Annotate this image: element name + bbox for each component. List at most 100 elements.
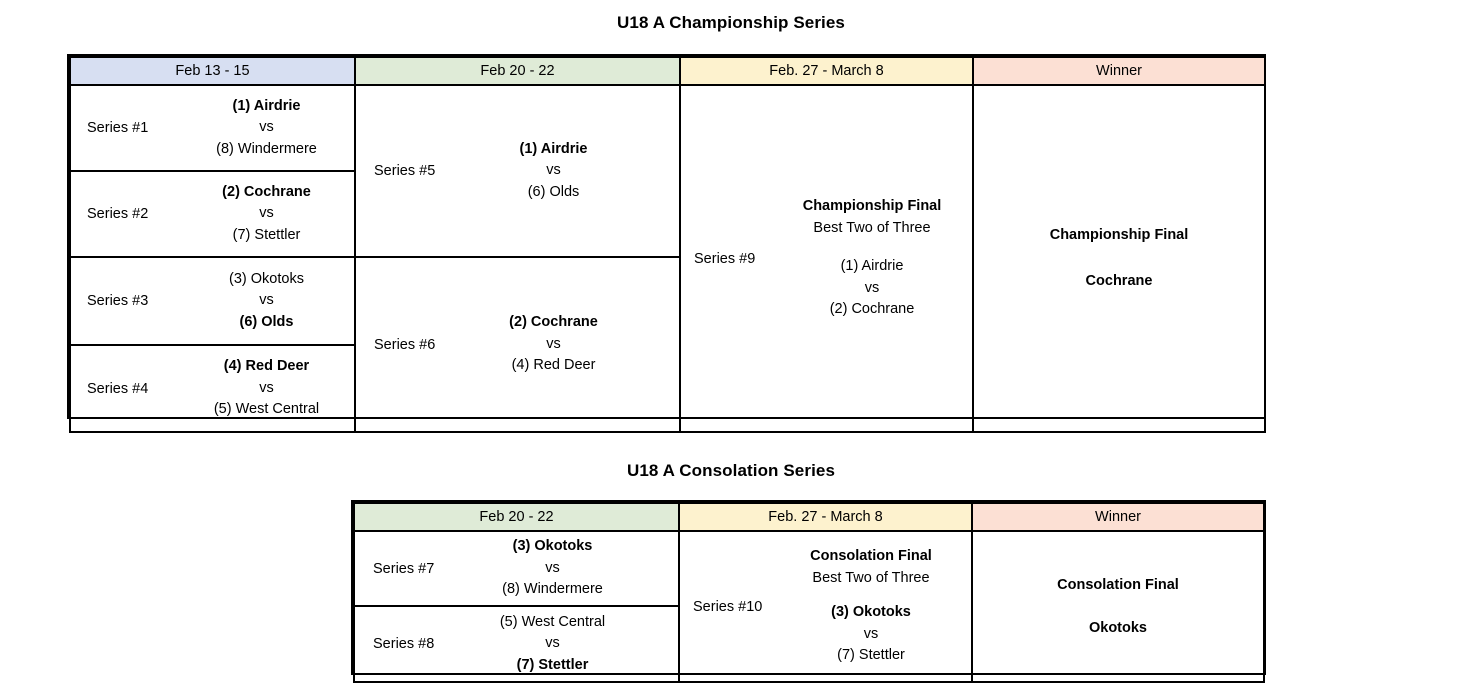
matchup-series-3: Series #3 (3) Okotoks vs (6) Olds xyxy=(71,258,354,344)
cell-championship-winner[interactable]: Championship Final Cochrane xyxy=(972,84,1266,433)
cell-series-5[interactable]: Series #5 (1) Airdrie vs (6) Olds xyxy=(354,84,681,258)
matchup-series-2: Series #2 (2) Cochrane vs (7) Stettler xyxy=(71,172,354,256)
team-top: (1) Airdrie xyxy=(519,140,588,157)
vs-label: vs xyxy=(259,292,274,309)
cell-series-4[interactable]: Series #4 (4) Red Deer vs (5) West Centr… xyxy=(69,344,356,433)
team-bottom: (6) Olds xyxy=(527,183,580,200)
cell-series-2[interactable]: Series #2 (2) Cochrane vs (7) Stettler xyxy=(69,170,356,258)
matchup-series-10: Series #10 Consolation Final Best Two of… xyxy=(680,532,971,681)
series-label-1: Series #1 xyxy=(87,120,149,136)
winner-team: Cochrane xyxy=(1085,273,1153,289)
header-winner: Winner xyxy=(972,56,1266,86)
vs-label: vs xyxy=(864,279,880,296)
series-label-4: Series #4 xyxy=(87,380,149,397)
team-bottom: (5) West Central xyxy=(213,401,320,418)
series-label-3: Series #3 xyxy=(87,293,149,309)
final-heading: Championship Final xyxy=(802,198,942,215)
cell-consolation-winner[interactable]: Consolation Final Okotoks xyxy=(971,530,1265,683)
series-label-5: Series #5 xyxy=(374,163,436,179)
teams-series-5: (1) Airdrie vs (6) Olds xyxy=(474,139,679,204)
spacer xyxy=(800,239,944,256)
spacer xyxy=(799,589,943,602)
final-format: Best Two of Three xyxy=(812,569,930,586)
championship-header-row: Feb 13 - 15 Feb 20 - 22 Feb. 27 - March … xyxy=(69,56,1266,86)
team-bottom: (8) Windermere xyxy=(502,581,603,598)
team-top: (1) Airdrie xyxy=(840,258,904,275)
matchup-series-8: Series #8 (5) West Central vs (7) Stettl… xyxy=(355,607,678,681)
table-row: Series #1 (1) Airdrie vs (8) Windermere … xyxy=(69,84,1266,433)
cell-series-3[interactable]: Series #3 (3) Okotoks vs (6) Olds xyxy=(69,256,356,346)
teams-series-8: (5) West Central vs (7) Stettler xyxy=(473,612,678,677)
cell-series-9[interactable]: Series #9 Championship Final Best Two of… xyxy=(679,84,974,433)
final-format: Best Two of Three xyxy=(813,219,931,236)
matchup-series-7: Series #7 (3) Okotoks vs (8) Windermere xyxy=(355,532,678,605)
team-bottom: (8) Windermere xyxy=(216,140,317,157)
table-row: Series #4 (4) Red Deer vs (5) West Centr… xyxy=(69,344,1265,433)
header-final: Feb. 27 - March 8 xyxy=(679,56,974,86)
series-label-2: Series #2 xyxy=(87,206,149,222)
series-label-6: Series #6 xyxy=(374,336,436,353)
matchup-series-5: Series #5 (1) Airdrie vs (6) Olds xyxy=(356,86,679,256)
table-row: Series #2 (2) Cochrane vs (7) Stettler xyxy=(69,170,1265,258)
matchup-series-9: Series #9 Championship Final Best Two of… xyxy=(681,86,972,431)
teams-series-3: (3) Okotoks vs (6) Olds xyxy=(193,269,354,334)
header-round2: Feb 20 - 22 xyxy=(354,56,681,86)
series-label-9: Series #9 xyxy=(694,250,756,267)
team-top: (3) Okotoks xyxy=(512,538,593,555)
final-heading: Consolation Final xyxy=(810,548,932,565)
team-bottom: (7) Stettler xyxy=(837,647,905,664)
team-bottom: (4) Red Deer xyxy=(511,357,596,374)
championship-bracket: Feb 13 - 15 Feb 20 - 22 Feb. 27 - March … xyxy=(67,54,1266,433)
cell-series-6[interactable]: Series #6 (2) Cochrane vs (4) Red Deer xyxy=(354,256,681,433)
team-top: (2) Cochrane xyxy=(509,314,598,331)
matchup-series-1: Series #1 (1) Airdrie vs (8) Windermere xyxy=(71,86,354,170)
table-row: Series #3 (3) Okotoks vs (6) Olds Series… xyxy=(69,256,1265,433)
team-top: (3) Okotoks xyxy=(229,270,304,287)
vs-label: vs xyxy=(863,625,879,642)
teams-series-1: (1) Airdrie vs (8) Windermere xyxy=(193,96,354,161)
teams-series-9: Championship Final Best Two of Three (1)… xyxy=(800,196,972,321)
spacer xyxy=(973,596,1263,618)
vs-label: vs xyxy=(546,162,561,179)
header-final: Feb. 27 - March 8 xyxy=(678,502,973,532)
team-top: (4) Red Deer xyxy=(223,358,310,375)
spacer xyxy=(974,246,1264,271)
teams-series-10: Consolation Final Best Two of Three (3) … xyxy=(799,546,971,667)
vs-label: vs xyxy=(545,635,560,652)
team-bottom: (6) Olds xyxy=(239,313,294,330)
team-top: (5) West Central xyxy=(499,613,606,630)
teams-series-2: (2) Cochrane vs (7) Stettler xyxy=(193,182,354,247)
teams-series-4: (4) Red Deer vs (5) West Central xyxy=(193,356,354,421)
vs-label: vs xyxy=(259,205,274,222)
cell-series-1[interactable]: Series #1 (1) Airdrie vs (8) Windermere xyxy=(69,84,356,172)
vs-label: vs xyxy=(259,379,274,396)
winner-team: Okotoks xyxy=(1088,619,1147,636)
header-round1: Feb 20 - 22 xyxy=(353,502,680,532)
championship-series-title: U18 A Championship Series xyxy=(617,13,845,32)
winner-heading: Consolation Final xyxy=(1057,576,1179,593)
cell-series-7[interactable]: Series #7 (3) Okotoks vs (8) Windermere xyxy=(353,530,680,607)
header-winner: Winner xyxy=(971,502,1265,532)
winner-heading: Championship Final xyxy=(1049,227,1189,243)
teams-series-6: (2) Cochrane vs (4) Red Deer xyxy=(474,312,679,377)
team-bottom: (2) Cochrane xyxy=(829,301,915,318)
team-top: (2) Cochrane xyxy=(222,183,311,200)
cell-series-10[interactable]: Series #10 Consolation Final Best Two of… xyxy=(678,530,973,683)
team-bottom: (7) Stettler xyxy=(232,226,301,243)
matchup-series-6: Series #6 (2) Cochrane vs (4) Red Deer xyxy=(356,258,679,431)
championship-table: Feb 13 - 15 Feb 20 - 22 Feb. 27 - March … xyxy=(69,56,1266,433)
consolation-table: Feb 20 - 22 Feb. 27 - March 8 Winner Ser… xyxy=(353,502,1265,683)
consolation-bracket: Feb 20 - 22 Feb. 27 - March 8 Winner Ser… xyxy=(351,500,1266,683)
team-top: (3) Okotoks xyxy=(831,604,911,621)
series-label-8: Series #8 xyxy=(373,636,435,652)
series-label-10: Series #10 xyxy=(693,598,763,615)
cell-series-8[interactable]: Series #8 (5) West Central vs (7) Stettl… xyxy=(353,605,680,683)
vs-label: vs xyxy=(259,119,274,136)
consolation-series-title: U18 A Consolation Series xyxy=(626,461,836,480)
teams-series-7: (3) Okotoks vs (8) Windermere xyxy=(473,536,678,601)
table-row: Series #7 (3) Okotoks vs (8) Windermere … xyxy=(353,530,1265,683)
consolation-header-row: Feb 20 - 22 Feb. 27 - March 8 Winner xyxy=(353,502,1265,532)
header-round1: Feb 13 - 15 xyxy=(69,56,356,86)
series-label-7: Series #7 xyxy=(373,560,435,577)
vs-label: vs xyxy=(546,335,561,352)
